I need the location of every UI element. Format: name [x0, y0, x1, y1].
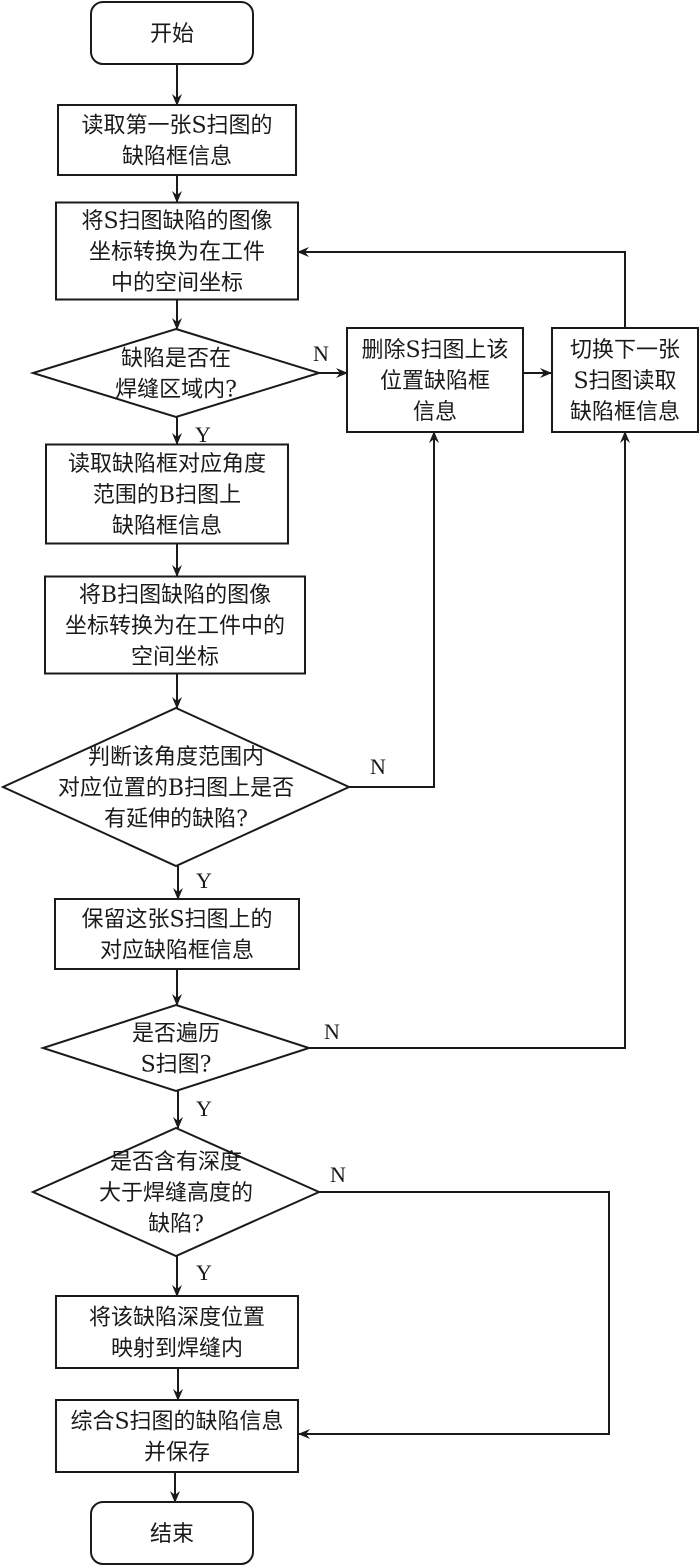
- edge-depth-to-combine: [298, 1191, 610, 1439]
- node-text-line: 缺陷框信息: [122, 145, 232, 170]
- process-box: [55, 1295, 299, 1369]
- node-text-line: 将S扫图缺陷的图像: [81, 209, 272, 234]
- edge-label-yes: Y: [196, 1096, 212, 1121]
- node-end: 结束: [90, 1501, 254, 1565]
- edge-traversed-to-next-s: [309, 431, 630, 1049]
- node-text-line: 将B扫图缺陷的图像: [79, 583, 271, 608]
- node-text-line: 缺陷是否在: [121, 347, 231, 372]
- decision-diamond: [30, 1126, 322, 1258]
- node-text-line: 信息: [413, 400, 457, 425]
- node-text-line: S扫图读取: [573, 369, 676, 394]
- decision-diamond: [39, 1003, 313, 1093]
- node-text-line: 空间坐标: [131, 645, 219, 670]
- process-box: [54, 898, 300, 970]
- node-text-line: 对应缺陷框信息: [100, 939, 254, 964]
- node-traversed: 是否遍历 S扫图?: [39, 1003, 313, 1093]
- process-box: [551, 327, 699, 433]
- node-text-line: 结束: [150, 1522, 194, 1547]
- terminal-shape: [90, 1501, 254, 1565]
- node-text-line: 焊缝区域内?: [115, 378, 237, 403]
- node-start: 开始: [90, 1, 254, 65]
- edge-label-no: N: [370, 754, 386, 779]
- node-text-line: 开始: [150, 22, 194, 47]
- node-text-line: 对应位置的B扫图上是否: [58, 776, 294, 801]
- node-text-line: 并保存: [144, 1441, 210, 1466]
- node-text-line: 是否含有深度: [110, 1150, 242, 1175]
- process-box: [55, 1399, 299, 1473]
- node-text-line: 缺陷?: [148, 1212, 204, 1237]
- edge-extend-to-delete-box: [349, 431, 439, 788]
- node-text-line: 大于焊缝高度的: [99, 1181, 253, 1206]
- process-box: [55, 201, 299, 301]
- node-text-line: 判断该角度范围内: [88, 745, 264, 770]
- node-text-line: 读取缺陷框对应角度: [68, 452, 266, 477]
- node-text-line: 缺陷框信息: [570, 400, 680, 425]
- node-text-line: 有延伸的缺陷?: [104, 807, 248, 832]
- process-box: [57, 104, 297, 176]
- node-text-line: 删除S扫图上该: [361, 338, 508, 363]
- node-text-line: 范围的B扫图上: [93, 483, 241, 508]
- node-text-line: 坐标转换为在工件: [89, 240, 265, 265]
- edge-label-yes: Y: [196, 1260, 212, 1285]
- node-text-line: S扫图?: [141, 1053, 212, 1078]
- process-box: [45, 443, 289, 545]
- decision-diamond: [0, 706, 352, 868]
- edge-label-yes: Y: [196, 868, 212, 893]
- node-text-line: 读取第一张S扫图的: [81, 114, 272, 139]
- edge-label-no: N: [313, 341, 329, 366]
- node-text-line: 缺陷框信息: [112, 514, 222, 539]
- node-text-line: 将该缺陷深度位置: [89, 1306, 265, 1331]
- decision-diamond: [29, 327, 323, 419]
- node-text-line: 映射到焊缝内: [111, 1337, 243, 1362]
- node-text-line: 坐标转换为在工件中的: [65, 614, 285, 639]
- node-text-line: 综合S扫图的缺陷信息: [70, 1410, 283, 1435]
- node-text-line: 位置缺陷框: [380, 369, 490, 394]
- node-text-line: 是否遍历: [132, 1022, 220, 1047]
- edge-label-no: N: [330, 1162, 346, 1187]
- node-text-line: 保留这张S扫图上的: [81, 908, 272, 933]
- process-box: [44, 575, 306, 675]
- edge-next-s-to-convert-s: [297, 247, 626, 328]
- node-text-line: 切换下一张: [570, 338, 680, 363]
- edge-label-yes: Y: [195, 422, 211, 447]
- process-box: [346, 327, 524, 433]
- edge-label-no: N: [324, 1019, 340, 1044]
- terminal-shape: [90, 1, 254, 65]
- node-text-line: 中的空间坐标: [111, 271, 243, 296]
